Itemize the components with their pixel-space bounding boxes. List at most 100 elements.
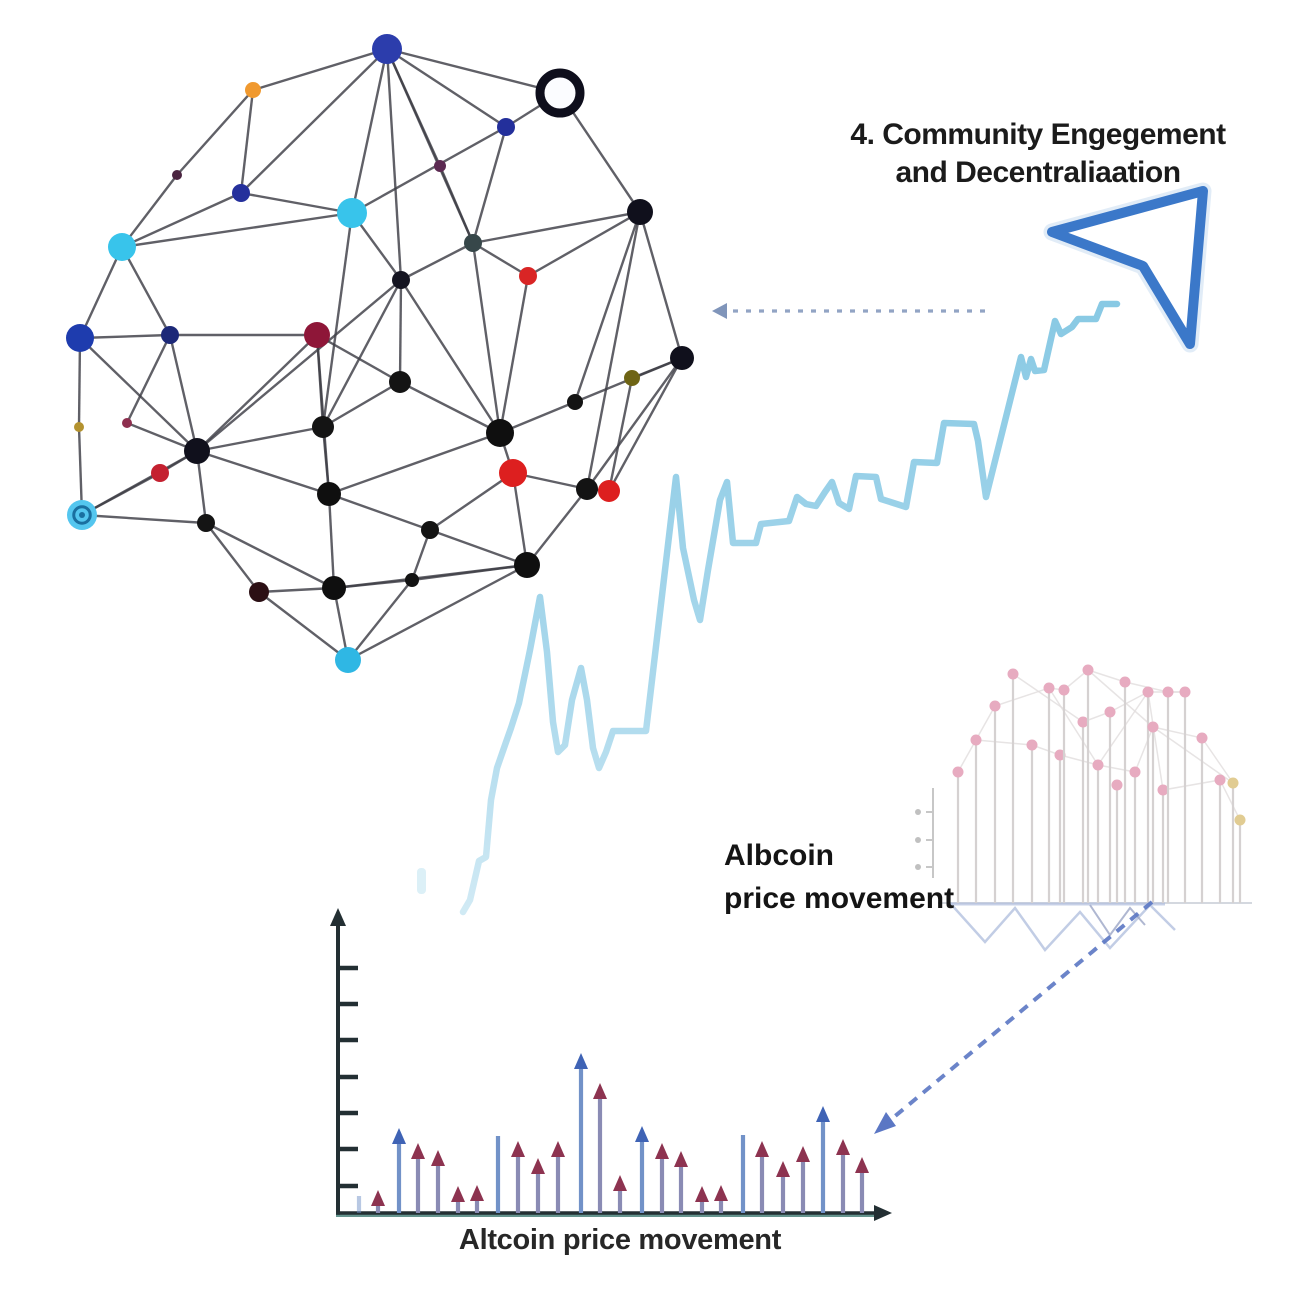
network-edge: [321, 212, 354, 428]
stem-dot: [1077, 716, 1089, 728]
network-node-ring: [535, 68, 585, 118]
network-edge: [585, 211, 642, 490]
network-node: [389, 371, 411, 393]
network-node: [337, 198, 367, 228]
network-edge: [607, 377, 634, 492]
price-arrow-bar: [613, 1175, 627, 1213]
network-node: [499, 459, 527, 487]
network-node: [486, 419, 514, 447]
network-edge: [328, 492, 431, 532]
network-edge: [438, 165, 475, 244]
network-edge: [240, 191, 353, 215]
network-edge: [471, 242, 502, 434]
stem-dot: [1111, 779, 1123, 791]
network-edge: [79, 337, 198, 452]
network-edge: [347, 563, 528, 662]
trend-fleck: [417, 868, 426, 894]
network-node: [249, 582, 269, 602]
network-edge: [321, 279, 403, 428]
trend-chart-label-line2: price movement: [724, 882, 955, 915]
network-edge: [168, 334, 199, 452]
stem-dot: [1234, 814, 1246, 826]
stem-dot: [989, 700, 1001, 712]
network-node: [576, 478, 598, 500]
price-arrow-bar: [635, 1126, 649, 1213]
y-axis-arrowhead-icon: [330, 908, 346, 926]
network-edge: [573, 211, 642, 403]
network-edge: [527, 210, 641, 278]
network-node: [372, 34, 402, 64]
growth-arrow-icon: [1043, 182, 1212, 353]
network-edge: [196, 279, 402, 452]
network-edge: [386, 47, 561, 95]
network-node: [464, 234, 482, 252]
trend-chart-label: Albcoin price movement: [724, 834, 954, 920]
section-heading-line2: and Decentraliaation: [895, 156, 1181, 189]
network-edge: [120, 246, 172, 336]
x-axis-arrowhead-icon: [874, 1205, 892, 1221]
stem-dot: [1092, 759, 1104, 771]
network-edge: [351, 125, 507, 215]
network-edge: [498, 275, 530, 434]
network-edge: [347, 579, 413, 661]
network-node: [624, 370, 640, 386]
price-arrow-bar: [371, 1190, 385, 1213]
network-node: [74, 422, 84, 432]
network-edge: [526, 488, 588, 566]
network-edge: [196, 449, 330, 496]
network-node: [66, 324, 94, 352]
arrowhead-left-icon: [712, 303, 727, 319]
network-node: [232, 184, 250, 202]
network-node: [598, 480, 620, 502]
price-arrow-bar: [816, 1106, 830, 1213]
network-node: [304, 322, 330, 348]
network-node: [197, 514, 215, 532]
network-edge: [252, 47, 388, 92]
network-edge: [411, 563, 528, 582]
stem-dot: [970, 734, 982, 746]
price-arrow-bar: [836, 1139, 850, 1213]
stem-dot: [1104, 706, 1116, 718]
stem-dot: [1227, 777, 1239, 789]
stem-dot: [1043, 682, 1055, 694]
network-edge: [258, 586, 335, 594]
network-edge: [240, 48, 388, 194]
network-edge: [327, 493, 336, 589]
stem-chart-3d: [915, 664, 1252, 952]
network-edge: [429, 528, 528, 567]
network-node: [172, 170, 182, 180]
network-node: [245, 82, 261, 98]
network-edge: [258, 591, 349, 661]
stem-dot: [1129, 766, 1141, 778]
network-node: [497, 118, 515, 136]
stem-dot: [1054, 749, 1066, 761]
network-edge: [385, 48, 403, 281]
network-node: [317, 482, 341, 506]
network-edge: [205, 521, 335, 590]
network-edge: [121, 211, 353, 249]
price-arrow-bar: [451, 1186, 465, 1213]
network-graph: [66, 34, 694, 673]
stem-dot: [1196, 732, 1208, 744]
stem-dot: [1179, 686, 1191, 698]
network-edge: [398, 279, 403, 383]
section-heading: 4. Community Engegement and Decentraliaa…: [828, 116, 1248, 192]
price-arrow-bar: [574, 1053, 588, 1213]
network-edge: [471, 126, 508, 244]
network-node: [108, 233, 136, 261]
arrowhead-diagonal-icon: [874, 1112, 896, 1134]
network-node: [670, 346, 694, 370]
network-node: [627, 199, 653, 225]
network-edge: [586, 357, 683, 490]
network-edge: [205, 522, 260, 593]
price-arrow-bar: [674, 1151, 688, 1213]
price-arrow-bar: [470, 1185, 484, 1213]
network-edge: [316, 333, 401, 384]
network-node: [392, 271, 410, 289]
network-edge: [638, 211, 684, 359]
network-node: [312, 416, 334, 438]
network-edge: [385, 48, 442, 167]
network-node: [405, 573, 419, 587]
